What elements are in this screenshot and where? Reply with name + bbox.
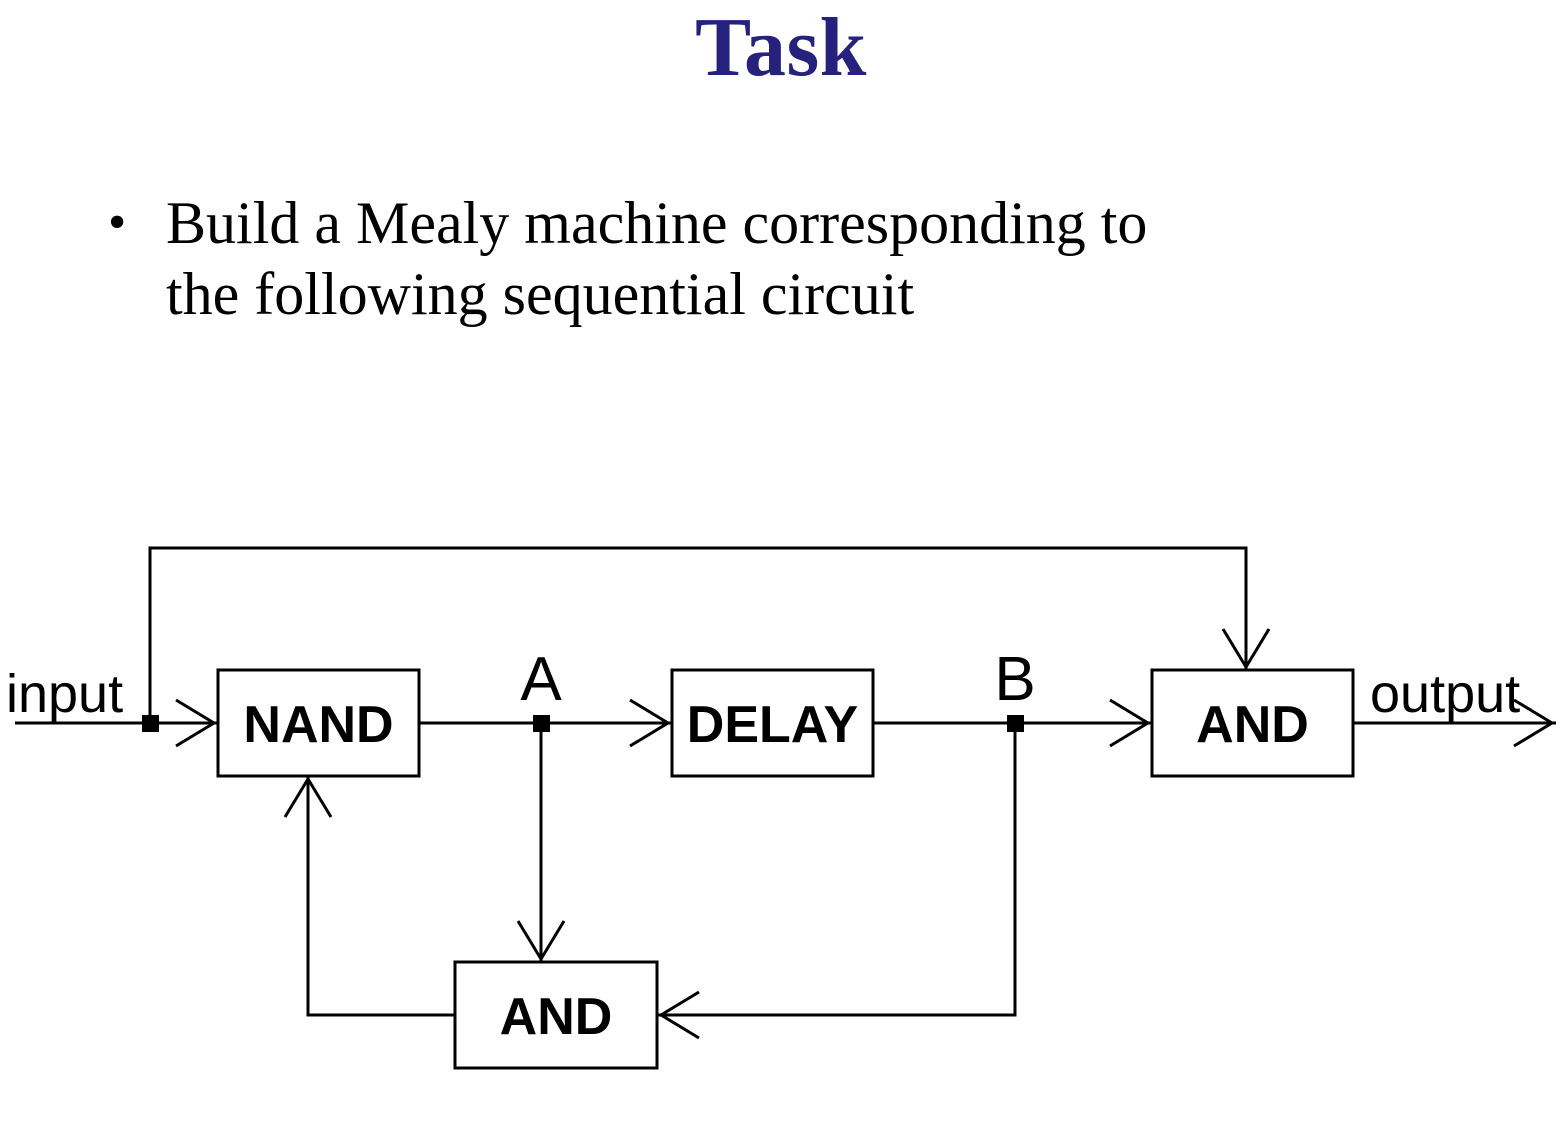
wire-input-feedback-top [148,546,1248,723]
bullet-marker-icon: • [108,194,127,251]
gate-label-nand: NAND [243,696,393,754]
arrowhead-and-fb-top [516,920,566,962]
arrowhead-and-out-left [1109,698,1151,748]
gate-label-delay: DELAY [687,696,858,754]
arrowhead-and-out-top [1221,628,1271,670]
arrowhead-output [1513,698,1555,748]
list-item: • Build a Mealy machine corresponding to… [108,188,1418,330]
gate-box-and-feedback [453,960,659,1070]
wire-b-to-and-fb [657,723,1017,1017]
gate-label-and-output: AND [1196,696,1309,754]
arrowhead-nand-bottom [283,776,333,818]
junction-dot-b [1007,715,1024,732]
page-title: Task [695,1,867,94]
bullet-text: Build a Mealy machine corresponding to t… [166,188,1418,330]
gate-box-nand [216,668,421,778]
arrowhead-and-fb-right [658,990,700,1040]
signal-label-input: input [6,664,123,724]
signal-label-a: A [520,645,562,714]
gate-box-delay [670,668,875,778]
wire-and-fb-to-nand [306,776,455,1017]
bullet-line-2: the following sequential circuit [166,260,915,327]
junction-dot-a [533,715,550,732]
signal-label-b: B [994,645,1035,714]
signal-label-output: output [1370,664,1520,724]
bullet-list: • Build a Mealy machine corresponding to… [108,188,1418,330]
gate-box-and-output [1150,668,1355,778]
junction-dot-input [142,715,159,732]
bullet-line-1: Build a Mealy machine corresponding to [166,190,1148,256]
arrowhead-nand-input [175,698,217,748]
gate-label-and-feedback: AND [500,988,613,1046]
arrowhead-delay-input [629,698,671,748]
